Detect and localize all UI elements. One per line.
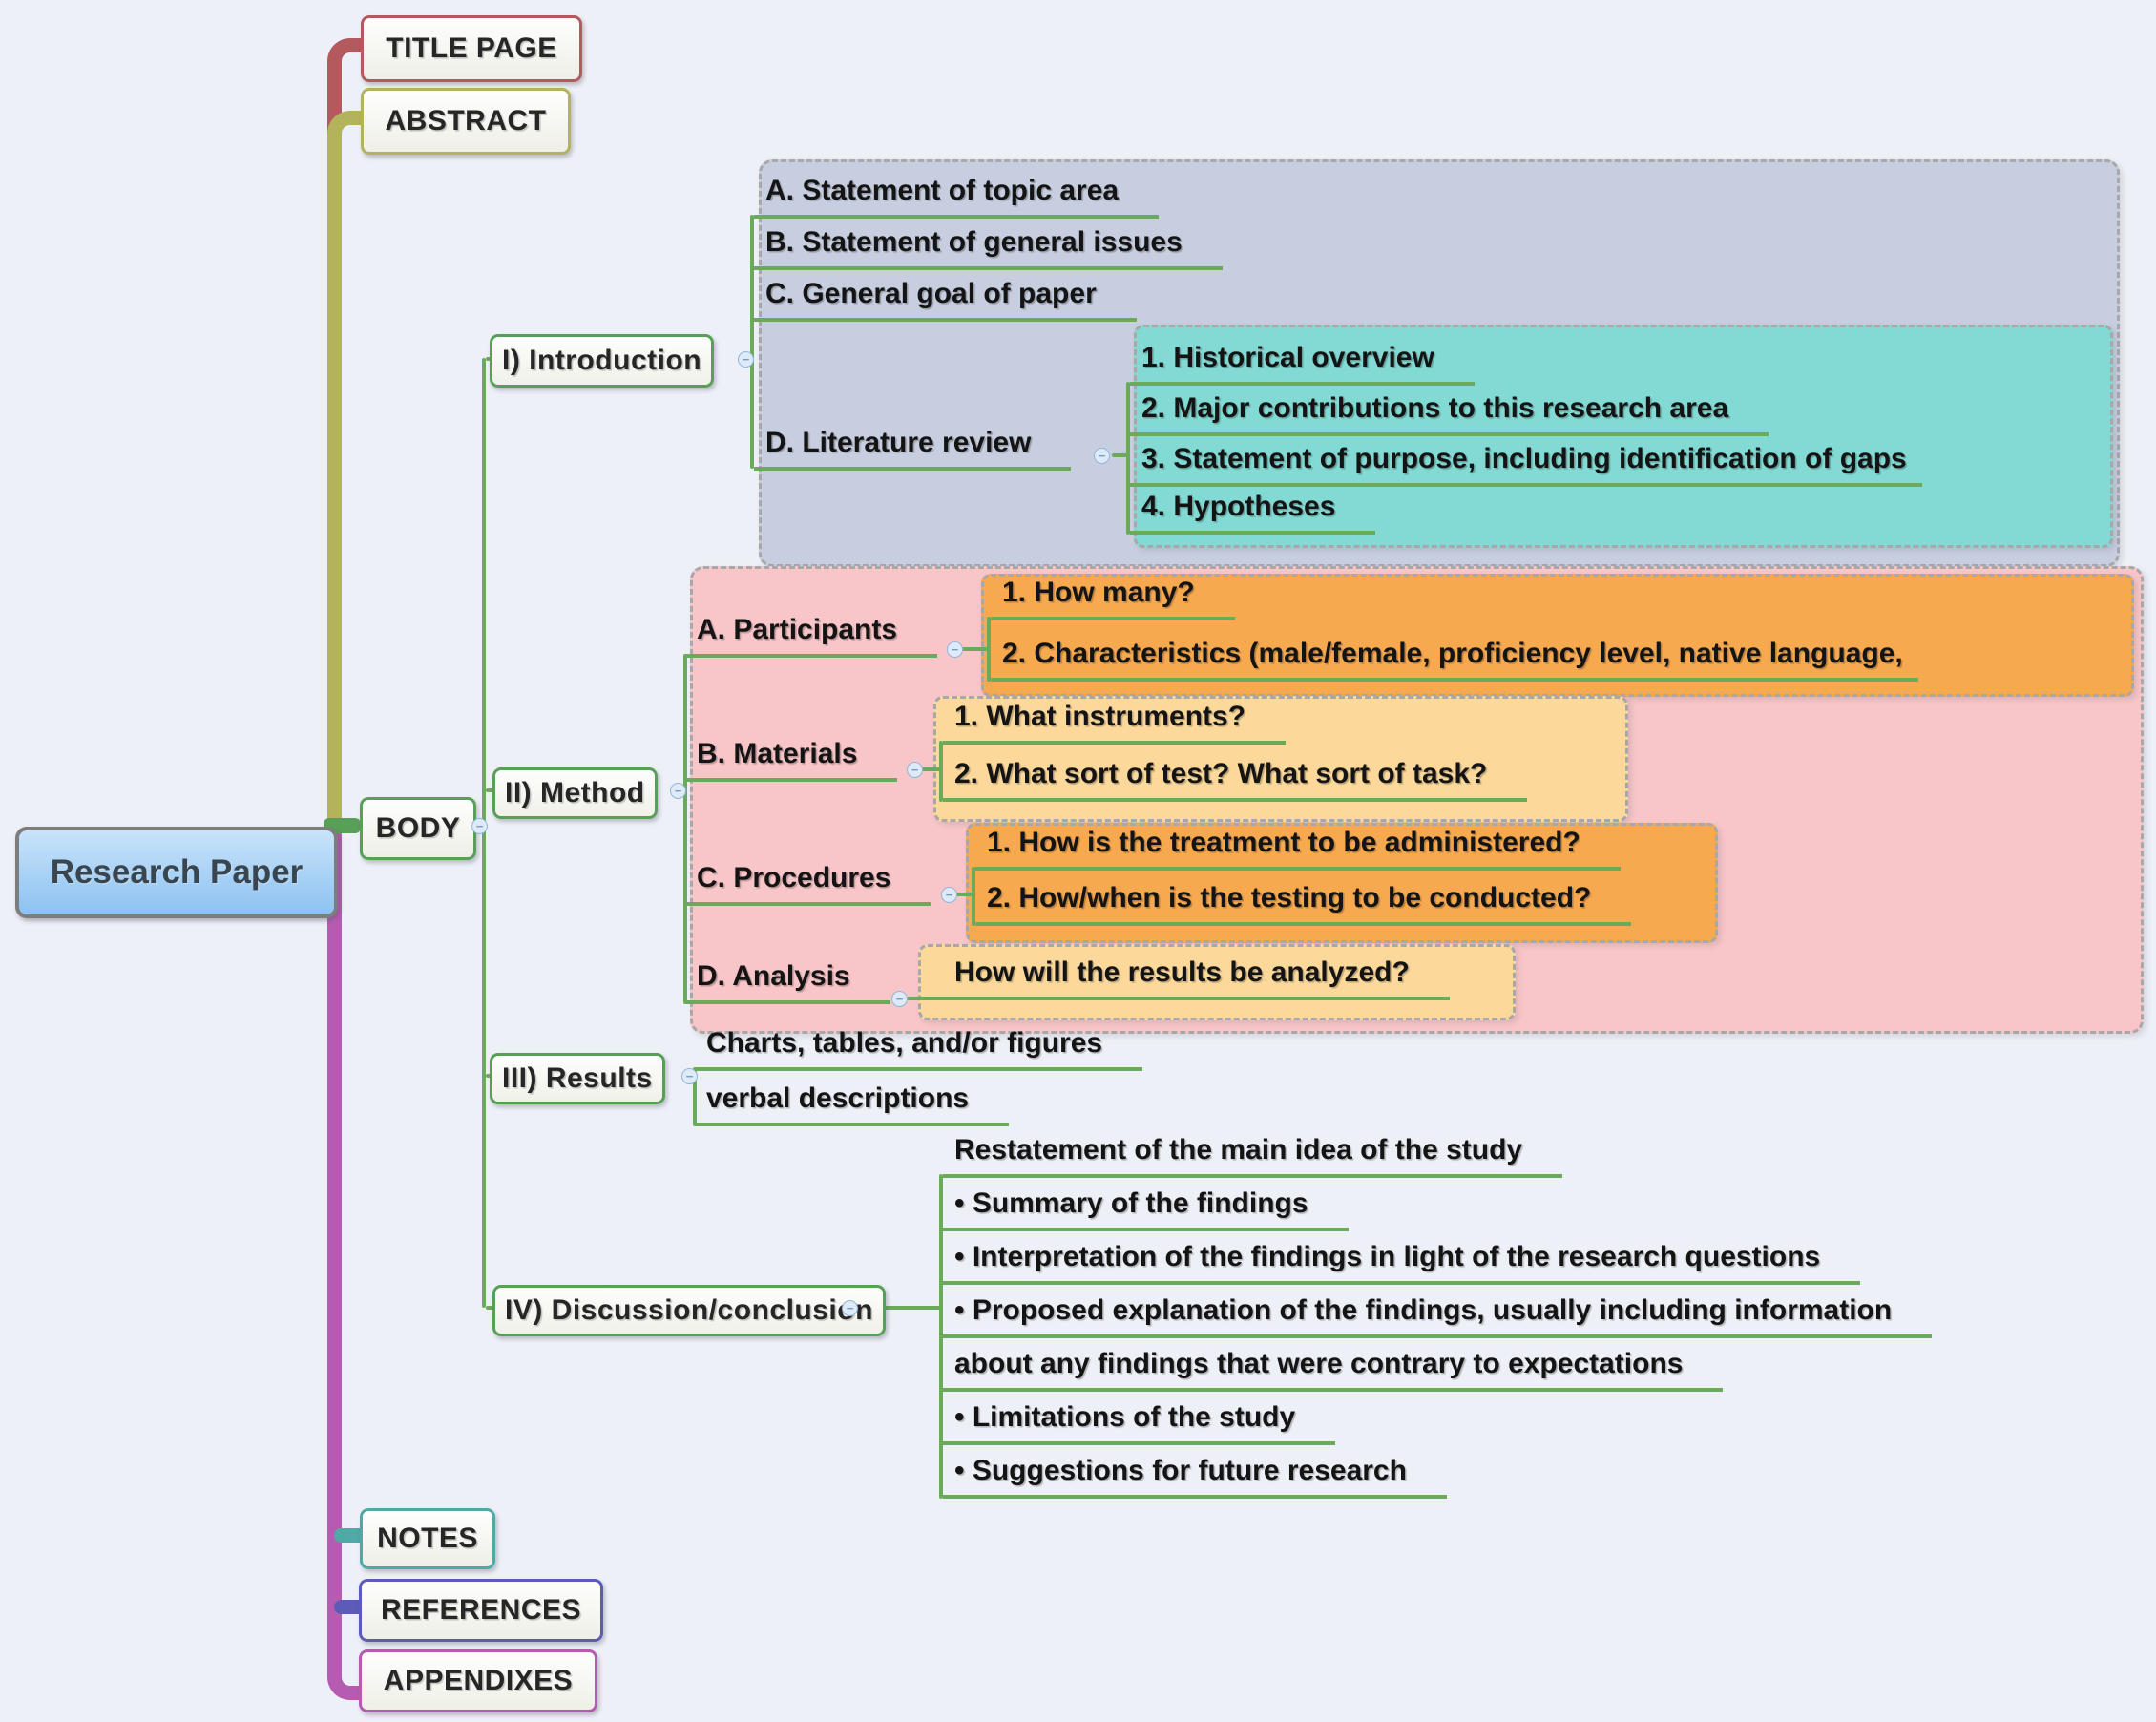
node-results[interactable]: III) Results xyxy=(490,1053,665,1104)
node-title-page[interactable]: TITLE PAGE xyxy=(361,15,582,82)
collapse-icon-introduction[interactable]: − xyxy=(738,351,754,368)
node-contrary-to-expectations[interactable]: about any findings that were contrary to… xyxy=(943,1346,1724,1392)
node-statement-of-purpose[interactable]: 3. Statement of purpose, including ident… xyxy=(1130,441,1922,487)
node-results-label: III) Results xyxy=(502,1062,653,1094)
group-panel-literature-review xyxy=(1134,325,2113,548)
method-children-bracket xyxy=(683,654,687,1004)
node-body[interactable]: BODY xyxy=(360,797,476,860)
node-what-sort-of-test[interactable]: 2. What sort of test? What sort of task? xyxy=(943,756,1528,802)
group-panel-participants xyxy=(981,574,2134,697)
literature-children-bracket xyxy=(1126,382,1130,535)
node-appendixes-label: APPENDIXES xyxy=(383,1665,574,1696)
collapse-icon-discussion[interactable]: − xyxy=(842,1300,858,1316)
node-abstract-label: ABSTRACT xyxy=(385,105,547,136)
node-what-instruments[interactable]: 1. What instruments? xyxy=(943,699,1287,745)
procedures-children-bracket xyxy=(972,867,975,926)
collapse-icon-results[interactable]: − xyxy=(681,1068,698,1084)
node-charts-tables-figures[interactable]: Charts, tables, and/or figures xyxy=(695,1025,1143,1071)
stub-materials-bracket xyxy=(922,767,943,771)
stub-literature-bracket xyxy=(1112,453,1130,457)
node-summary-of-findings[interactable]: • Summary of the findings xyxy=(943,1186,1349,1231)
node-procedures[interactable]: C. Procedures xyxy=(685,860,931,906)
node-introduction-label: I) Introduction xyxy=(502,345,702,376)
node-discussion-label: IV) Discussion/conclusion xyxy=(505,1294,873,1326)
node-notes-label: NOTES xyxy=(377,1522,478,1554)
node-participants[interactable]: A. Participants xyxy=(685,612,938,658)
node-introduction[interactable]: I) Introduction xyxy=(490,334,715,388)
stub-discussion-bracket xyxy=(857,1306,941,1310)
node-abstract[interactable]: ABSTRACT xyxy=(361,88,571,155)
node-major-contributions[interactable]: 2. Major contributions to this research … xyxy=(1130,390,1769,436)
node-how-will-results-be-analyzed[interactable]: How will the results be analyzed? xyxy=(943,955,1450,1000)
node-how-when-testing-conducted[interactable]: 2. How/when is the testing to be conduct… xyxy=(975,880,1632,926)
node-analysis[interactable]: D. Analysis xyxy=(685,958,890,1004)
collapse-icon-materials[interactable]: − xyxy=(907,762,923,778)
root-node-label: Research Paper xyxy=(50,853,304,891)
node-hypotheses[interactable]: 4. Hypotheses xyxy=(1130,489,1376,535)
results-children-bracket xyxy=(693,1067,697,1126)
node-verbal-descriptions[interactable]: verbal descriptions xyxy=(695,1081,1010,1126)
collapse-icon-participants[interactable]: − xyxy=(947,641,963,658)
node-statement-of-topic-area[interactable]: A. Statement of topic area xyxy=(754,173,1160,219)
branch-line-abstract xyxy=(327,111,361,841)
node-suggestions-future-research[interactable]: • Suggestions for future research xyxy=(943,1453,1447,1499)
node-how-many[interactable]: 1. How many? xyxy=(991,575,1235,620)
collapse-icon-analysis[interactable]: − xyxy=(891,991,908,1007)
node-discussion[interactable]: IV) Discussion/conclusion xyxy=(492,1285,886,1336)
group-panel-analysis xyxy=(918,944,1516,1020)
node-method-label: II) Method xyxy=(505,777,645,808)
node-notes[interactable]: NOTES xyxy=(360,1508,495,1569)
node-interpretation-of-findings[interactable]: • Interpretation of the findings in ligh… xyxy=(943,1239,1861,1285)
branch-line-appendixes xyxy=(327,833,361,1700)
node-historical-overview[interactable]: 1. Historical overview xyxy=(1130,340,1475,386)
node-characteristics[interactable]: 2. Characteristics (male/female, profici… xyxy=(991,636,1918,682)
node-materials[interactable]: B. Materials xyxy=(685,736,898,782)
node-body-label: BODY xyxy=(375,812,461,844)
introduction-children-bracket xyxy=(750,215,754,469)
discussion-children-bracket xyxy=(939,1174,943,1499)
node-appendixes[interactable]: APPENDIXES xyxy=(359,1649,597,1712)
stub-analysis-child xyxy=(907,997,945,1000)
node-statement-of-general-issues[interactable]: B. Statement of general issues xyxy=(754,224,1223,270)
branch-line-references xyxy=(334,1600,361,1614)
stub-procedures-bracket xyxy=(956,892,975,896)
node-how-is-treatment-administered[interactable]: 1. How is the treatment to be administer… xyxy=(975,825,1621,871)
node-limitations-of-study[interactable]: • Limitations of the study xyxy=(943,1399,1336,1445)
collapse-icon-literature-review[interactable]: − xyxy=(1094,448,1110,464)
collapse-icon-procedures[interactable]: − xyxy=(941,887,957,903)
node-references[interactable]: REFERENCES xyxy=(359,1579,603,1642)
node-title-page-label: TITLE PAGE xyxy=(386,32,557,64)
node-literature-review[interactable]: D. Literature review xyxy=(754,425,1072,471)
stub-spine-discussion xyxy=(486,1306,494,1310)
materials-children-bracket xyxy=(939,741,943,802)
node-general-goal-of-paper[interactable]: C. General goal of paper xyxy=(754,276,1137,322)
stub-participants-bracket xyxy=(962,647,991,651)
branch-line-notes xyxy=(334,1528,361,1543)
stub-spine-method xyxy=(486,788,494,792)
node-restatement-main-idea[interactable]: Restatement of the main idea of the stud… xyxy=(943,1132,1563,1178)
collapse-icon-method[interactable]: − xyxy=(670,783,686,799)
node-method[interactable]: II) Method xyxy=(492,767,658,819)
collapse-icon-body[interactable]: − xyxy=(471,818,488,834)
node-references-label: REFERENCES xyxy=(380,1594,582,1626)
node-proposed-explanation[interactable]: • Proposed explanation of the findings, … xyxy=(943,1292,1933,1338)
root-node[interactable]: Research Paper xyxy=(15,827,338,918)
